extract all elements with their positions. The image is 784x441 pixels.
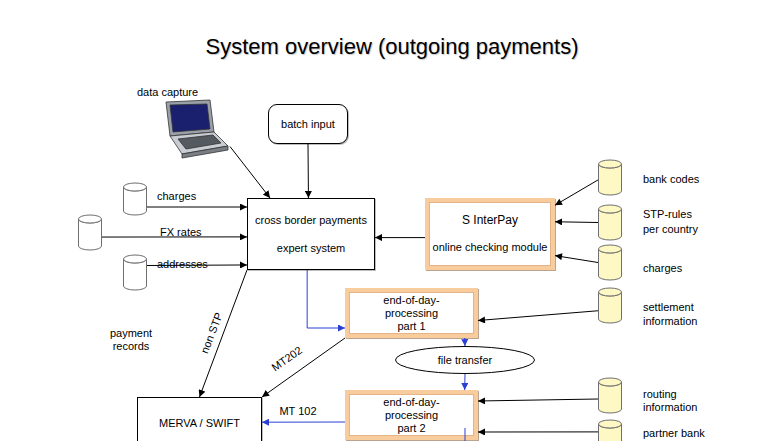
process-box: cross border payments expert system bbox=[247, 198, 375, 270]
cylinder-top bbox=[79, 215, 102, 223]
database-cylinder: FX rates bbox=[78, 215, 102, 250]
node-label: partner bank bbox=[643, 427, 733, 440]
database-cylinder: bank codes bbox=[598, 160, 622, 195]
connector-arrow bbox=[555, 180, 598, 205]
continuation-arrow bbox=[465, 428, 466, 441]
cylinder-shape bbox=[598, 420, 622, 441]
connector-label: non STP bbox=[198, 311, 225, 356]
cylinder-shape bbox=[598, 245, 622, 280]
process-ellipse: file transfer bbox=[395, 346, 535, 374]
connector-arrow bbox=[555, 221, 598, 223]
database-cylinder: routing information bbox=[598, 378, 622, 413]
node-text: file transfer bbox=[438, 354, 492, 367]
connector-arrow bbox=[375, 237, 425, 238]
cylinder-shape bbox=[598, 378, 622, 413]
node-label: FX rates bbox=[160, 226, 240, 239]
database-cylinder: charges bbox=[123, 183, 147, 215]
connector-arrow bbox=[230, 147, 270, 199]
node-label: addresses bbox=[157, 258, 237, 271]
annotation-label: payment records bbox=[101, 327, 161, 353]
cylinder-shape bbox=[598, 288, 622, 323]
cylinder-body bbox=[599, 292, 622, 323]
laptop-screen bbox=[170, 104, 210, 132]
cylinder-top bbox=[124, 183, 147, 191]
process-box: MERVA / SWIFT bbox=[137, 397, 262, 441]
node-text: end-of-day-processing part 1 bbox=[376, 294, 448, 333]
laptop-front bbox=[182, 146, 228, 158]
diagram-title: System overview (outgoing payments) bbox=[0, 34, 784, 60]
connector-arrow bbox=[464, 374, 465, 390]
node-text: expert system bbox=[277, 242, 345, 255]
node-label: routing information bbox=[643, 388, 705, 414]
connector-arrow bbox=[307, 270, 345, 328]
node-text: end-of-day-processing part 2 bbox=[376, 396, 448, 435]
connector-arrow bbox=[147, 207, 247, 208]
database-cylinder: settlement information bbox=[598, 288, 622, 323]
connector-arrow bbox=[478, 431, 598, 432]
cylinder-body bbox=[599, 382, 622, 413]
laptop-illustration bbox=[158, 100, 230, 162]
node-label: data capture bbox=[137, 86, 227, 99]
cylinder-shape bbox=[598, 160, 622, 195]
laptop-lid bbox=[166, 100, 214, 136]
cylinder-shape bbox=[598, 205, 622, 240]
node-text: batch input bbox=[281, 118, 335, 131]
database-cylinder: charges bbox=[598, 245, 622, 280]
node-label: charges bbox=[643, 262, 733, 275]
laptop-keyboard bbox=[178, 135, 221, 149]
connector-arrow bbox=[478, 311, 598, 321]
node-label: bank codes bbox=[643, 173, 733, 186]
module-box: S InterPay online checking module bbox=[425, 198, 555, 270]
connector-arrow bbox=[262, 422, 345, 423]
connector-arrow bbox=[555, 256, 598, 263]
cylinder-body bbox=[599, 164, 622, 195]
module-box: end-of-day-processing part 1 bbox=[345, 288, 478, 338]
cylinder-top bbox=[124, 255, 147, 263]
connector-arrow bbox=[102, 236, 247, 237]
node-label: charges bbox=[157, 190, 237, 203]
cylinder-body bbox=[599, 249, 622, 280]
node-text: cross border payments bbox=[255, 214, 367, 227]
cylinder-shape bbox=[123, 183, 147, 215]
cylinder-body bbox=[124, 259, 147, 290]
cylinder-top bbox=[599, 288, 622, 296]
cylinder-top bbox=[599, 245, 622, 253]
module-box: end-of-day-processing part 2 bbox=[345, 390, 478, 440]
cylinder-shape bbox=[123, 255, 147, 290]
cylinder-top bbox=[599, 420, 622, 428]
connector-label: MT 102 bbox=[279, 405, 316, 418]
connector-arrow bbox=[464, 338, 465, 346]
database-cylinder: partner bank bbox=[598, 420, 622, 441]
node-text: MERVA / SWIFT bbox=[159, 417, 240, 430]
cylinder-body bbox=[79, 219, 102, 250]
connector-arrow bbox=[478, 399, 598, 401]
connector-arrow bbox=[308, 144, 309, 198]
cylinder-top bbox=[599, 378, 622, 386]
database-cylinder: addresses bbox=[123, 255, 147, 290]
cylinder-top bbox=[599, 205, 622, 213]
connector-arrow bbox=[262, 338, 345, 397]
database-cylinder: STP-rules per country bbox=[598, 205, 622, 240]
process-box: batch input bbox=[268, 104, 348, 144]
connector-arrow bbox=[200, 270, 248, 397]
node-text: S InterPay bbox=[462, 214, 518, 227]
ellipse-shape bbox=[396, 347, 535, 374]
connector-arrow bbox=[147, 264, 247, 266]
node-label: STP-rules per country bbox=[643, 207, 705, 237]
cylinder-body bbox=[599, 209, 622, 240]
node-label: settlement information bbox=[643, 300, 705, 328]
cylinder-top bbox=[599, 160, 622, 168]
cylinder-shape bbox=[78, 215, 102, 250]
node-text: online checking module bbox=[433, 241, 548, 254]
connector-label: MT202 bbox=[269, 344, 305, 374]
laptop-terminal: data capture bbox=[158, 100, 230, 162]
